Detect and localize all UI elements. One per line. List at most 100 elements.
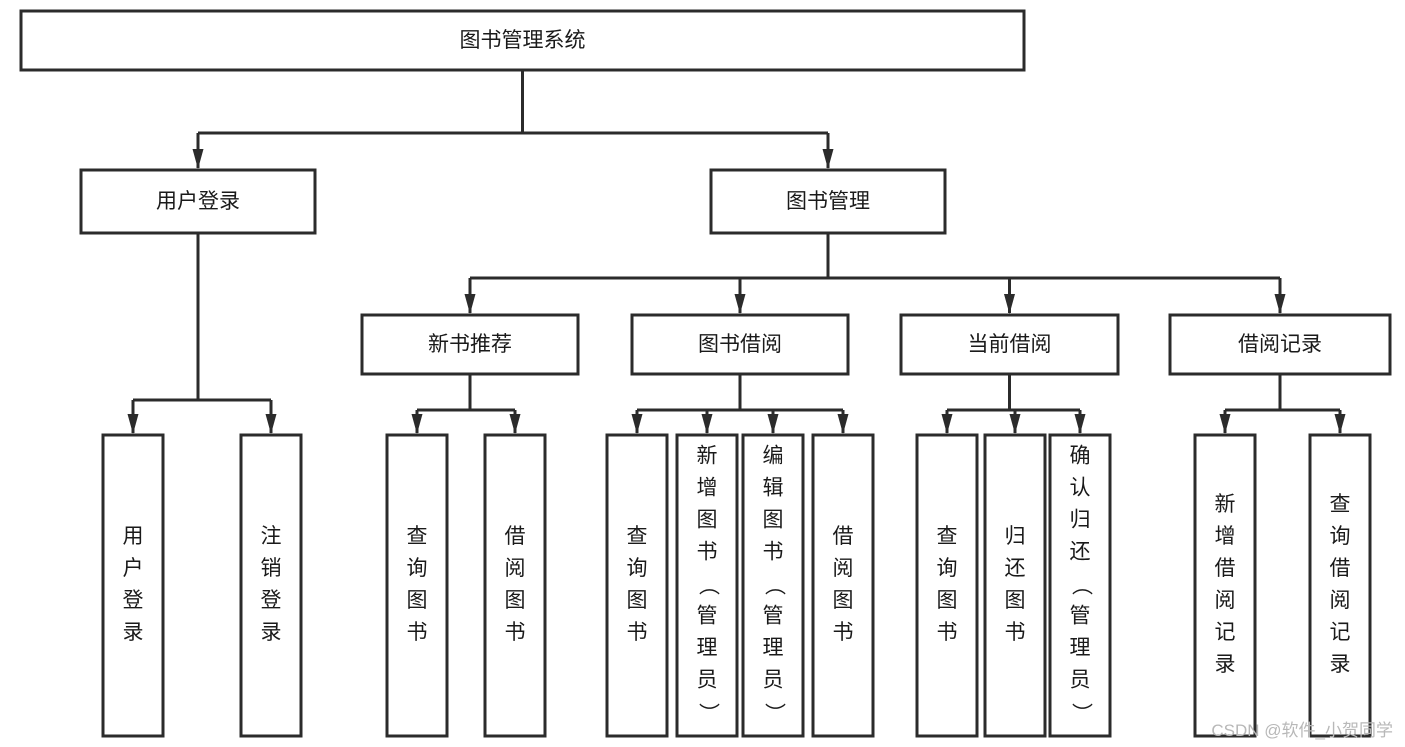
node-box — [630, 313, 850, 376]
node-label: 用户登录 — [156, 190, 240, 213]
node-label-char: 查 — [1330, 493, 1351, 516]
arrow-head-icon — [631, 414, 643, 434]
node-label-char: 管 — [763, 605, 784, 628]
node-label-char: 图 — [833, 589, 854, 612]
node-label-char: 图 — [407, 589, 428, 612]
node-book-manage[interactable]: 图书管理 — [709, 168, 947, 235]
node-label-char: 图 — [627, 589, 648, 612]
arrow-head-icon — [1004, 294, 1015, 314]
node-label-char: 录 — [1215, 653, 1236, 676]
node-box — [1168, 313, 1392, 376]
arrow-head-icon — [701, 414, 713, 434]
node-label-char: 询 — [937, 557, 958, 580]
node-label-char: 增 — [1215, 525, 1236, 548]
node-label-char: 管 — [697, 605, 718, 628]
node-label: 新书推荐 — [428, 333, 512, 356]
node-label-char: 书 — [697, 541, 718, 564]
node-label-char: 阅 — [833, 557, 854, 580]
node-book-borrow[interactable]: 图书借阅 — [630, 313, 850, 376]
arrow-head-icon — [1334, 414, 1346, 434]
node-label-char: 查 — [937, 525, 958, 548]
node-box — [19, 9, 1026, 72]
node-leaf-user-login[interactable]: 用户登录 — [101, 433, 165, 738]
node-label-char: 书 — [833, 621, 854, 644]
node-label-char: 书 — [627, 621, 648, 644]
node-box — [983, 433, 1047, 738]
node-label-char: 归 — [1070, 509, 1091, 532]
node-label-char: 员 — [697, 669, 718, 692]
node-box — [741, 433, 805, 738]
node-label-char: 员 — [763, 669, 784, 692]
arrow-head-icon — [1074, 414, 1086, 434]
arrow-head-icon — [767, 414, 779, 434]
node-root[interactable]: 图书管理系统 — [19, 9, 1026, 72]
node-label-char: 确 — [1070, 445, 1091, 468]
arrow-head-icon — [1274, 294, 1286, 314]
node-label-char: 辑 — [763, 477, 784, 500]
node-box — [239, 433, 303, 738]
node-label-char: 书 — [407, 621, 428, 644]
node-label-char: 借 — [833, 525, 854, 548]
node-label-char: 书 — [505, 621, 526, 644]
node-new-book-recommend[interactable]: 新书推荐 — [360, 313, 580, 376]
node-label-char: 查 — [627, 525, 648, 548]
node-label-char: 注 — [261, 525, 282, 548]
node-label-char: 理 — [697, 637, 718, 660]
arrow-head-icon — [941, 414, 953, 434]
node-label-char: 借 — [505, 525, 526, 548]
node-label-char: 书 — [1005, 621, 1026, 644]
node-label-char: 新 — [1215, 493, 1236, 516]
node-box — [1048, 433, 1112, 738]
node-label-char: 理 — [1070, 637, 1091, 660]
node-label-char: 户 — [123, 557, 144, 580]
node-label-char: 记 — [1330, 621, 1351, 644]
node-label: 图书管理系统 — [460, 29, 586, 52]
node-label-char: 书 — [937, 621, 958, 644]
node-label-char: 阅 — [1215, 589, 1236, 612]
node-box — [101, 433, 165, 738]
node-label-char: 借 — [1215, 557, 1236, 580]
node-label-char: ） — [696, 703, 719, 724]
node-label-char: 还 — [1005, 557, 1026, 580]
node-label-char: 图 — [697, 509, 718, 532]
node-label-char: 理 — [763, 637, 784, 660]
node-label-char: ） — [1069, 703, 1092, 724]
node-box — [1193, 433, 1257, 738]
node-borrow-record[interactable]: 借阅记录 — [1168, 313, 1392, 376]
node-label: 借阅记录 — [1238, 333, 1322, 356]
node-label-char: 管 — [1070, 605, 1091, 628]
node-label-char: （ — [762, 575, 785, 596]
node-label-char: 用 — [123, 525, 144, 548]
node-label-char: 还 — [1070, 541, 1091, 564]
arrow-head-icon — [837, 414, 849, 434]
node-label-char: 归 — [1005, 525, 1026, 548]
node-label-char: 员 — [1070, 669, 1091, 692]
node-label: 图书借阅 — [698, 333, 782, 356]
node-user-login[interactable]: 用户登录 — [79, 168, 317, 235]
node-label-char: 录 — [261, 621, 282, 644]
node-label-char: 询 — [407, 557, 428, 580]
node-label-char: （ — [696, 575, 719, 596]
node-box — [79, 168, 317, 235]
node-box — [915, 433, 979, 738]
node-current-borrow[interactable]: 当前借阅 — [899, 313, 1120, 376]
arrow-head-icon — [1219, 414, 1231, 434]
node-box — [483, 433, 547, 738]
node-label-char: 认 — [1070, 477, 1091, 500]
node-label-char: （ — [1069, 575, 1092, 596]
node-label-char: 图 — [937, 589, 958, 612]
arrow-head-icon — [509, 414, 521, 434]
